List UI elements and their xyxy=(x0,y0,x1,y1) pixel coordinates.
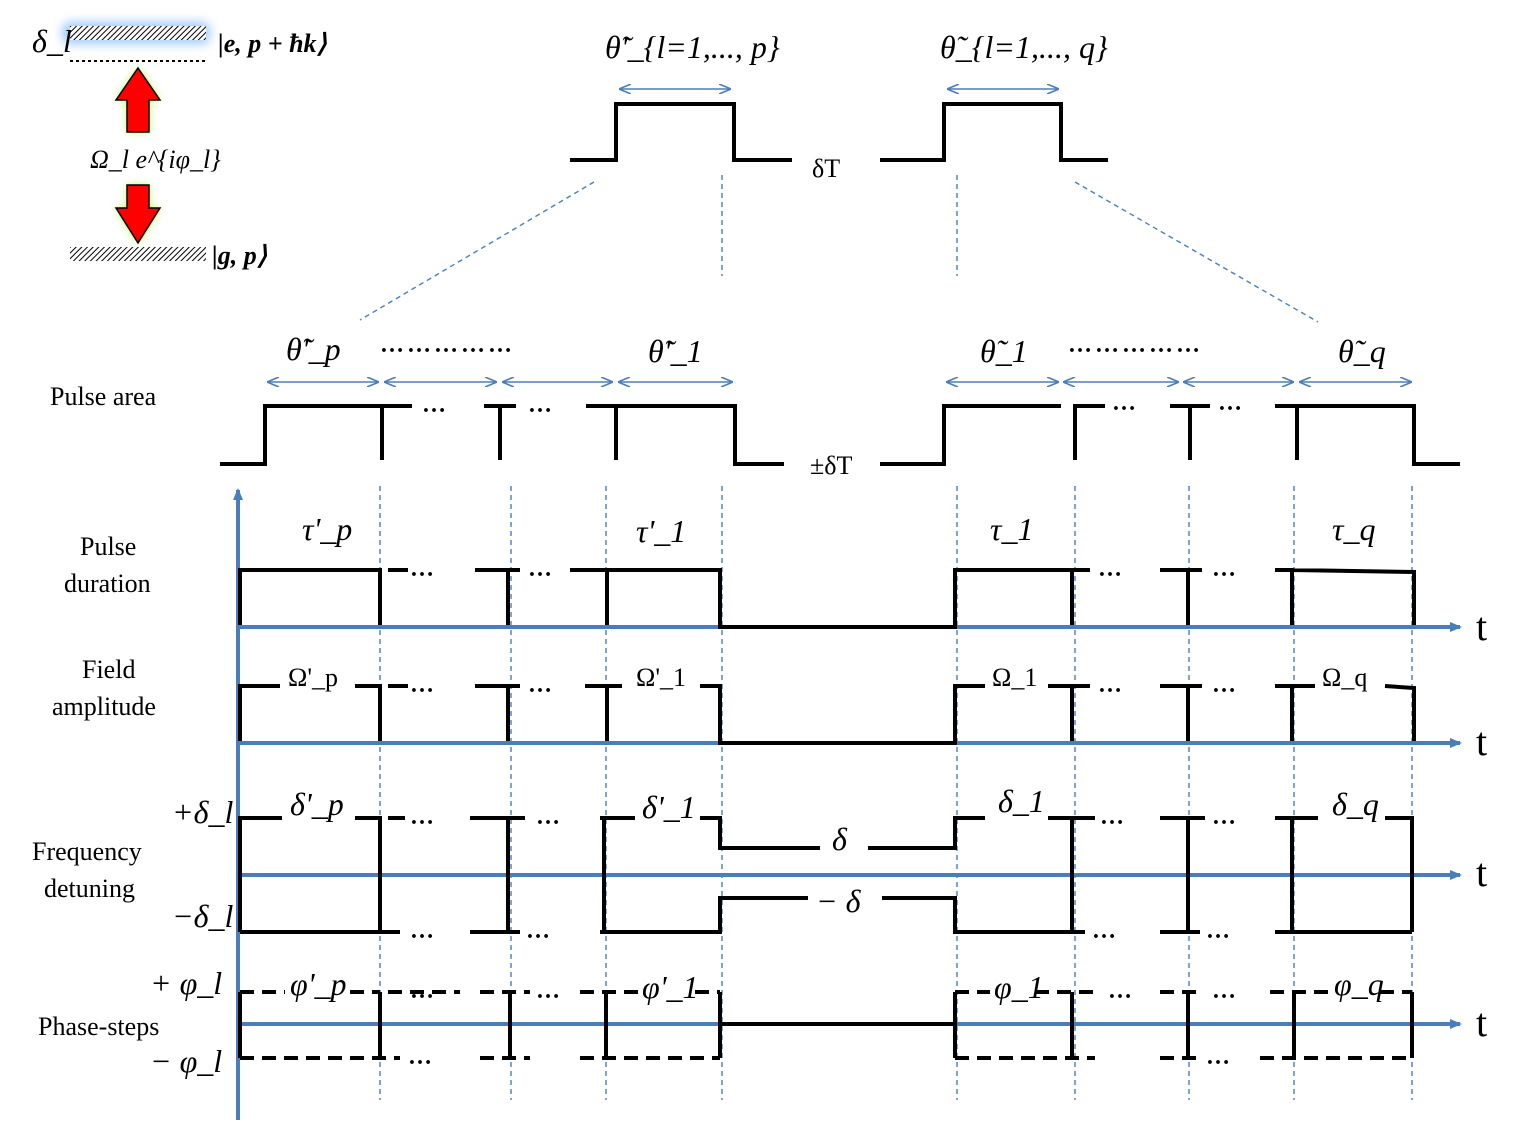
top-right-pulse xyxy=(880,102,1108,162)
amplitude-left-last: Ω'_1 xyxy=(636,663,686,692)
duration-trace xyxy=(238,568,1416,629)
down-arrow-icon xyxy=(114,184,162,245)
amplitude-trace xyxy=(238,684,1416,745)
duration-dots: … xyxy=(528,556,555,582)
excited-level xyxy=(70,26,206,40)
phase-minus-label: − φ_l xyxy=(150,1043,222,1079)
amplitude-left-first: Ω'_p xyxy=(288,663,338,692)
top-gap-label: δT xyxy=(812,154,840,183)
detuning-minus-label: −δ_l xyxy=(172,898,233,934)
phase-label: Phase-steps xyxy=(38,1012,159,1041)
detuning-dots: … xyxy=(536,804,563,830)
pulse-area-right-trace xyxy=(880,404,1460,466)
duration-right-last: τ_q xyxy=(1332,511,1375,547)
detuning-dots: … xyxy=(410,918,437,944)
detuning-dots: … xyxy=(1092,918,1119,944)
phase-dots: … xyxy=(408,1044,435,1070)
pulse-area-dots: … xyxy=(422,392,449,418)
amplitude-label-line1: Field xyxy=(82,655,135,684)
coupling-label: Ω_l e^{iφ_l} xyxy=(90,145,221,174)
pulse-area-label: Pulse area xyxy=(50,382,157,411)
detuning-mid-plus: δ xyxy=(832,821,848,857)
detuning-right-last: δ_q xyxy=(1332,786,1379,822)
excited-state-ket: |e, p + ħk⟩ xyxy=(218,29,328,58)
frequency-detuning-row: Frequency detuning +δ_l −δ_l … … … … … …… xyxy=(32,783,1414,944)
phase-solid-trace xyxy=(238,992,1414,1058)
detuning-left-last: δ'_1 xyxy=(642,789,696,825)
ground-state-ket: |g, p⟩ xyxy=(212,241,268,270)
ground-level xyxy=(70,247,206,261)
pulse-area-left-last: θ̃'_1 xyxy=(648,333,703,369)
top-sequence: θ̃'_{l=1,..., p} θ̃_{l=1,..., q} δT xyxy=(359,29,1319,323)
phase-left-last: φ'_1 xyxy=(642,969,699,1005)
detuning-dots: … xyxy=(1100,804,1127,830)
pulse-area-dots: … xyxy=(1218,390,1245,416)
pulse-area-dots: … xyxy=(1112,390,1139,416)
top-left-block-label: θ̃'_{l=1,..., p} xyxy=(605,29,780,65)
duration-dots: … xyxy=(410,556,437,582)
detuning-left-first: δ'_p xyxy=(290,786,344,822)
pulse-area-right-first: θ̃_1 xyxy=(980,333,1028,369)
detuning-dots: … xyxy=(526,918,553,944)
pulse-area-right-ellipsis: …………… xyxy=(1068,332,1203,358)
zoom-guide-left xyxy=(359,181,595,321)
amplitude-dots: … xyxy=(1212,672,1239,698)
detuning-mid-minus: − δ xyxy=(816,883,862,919)
detuning-label-line1: Frequency xyxy=(32,837,142,866)
detuning-dots: … xyxy=(410,804,437,830)
top-left-pulse xyxy=(570,102,792,162)
pulse-area-left-first: θ̃'_p xyxy=(286,331,341,367)
amplitude-right-last: Ω_q xyxy=(1322,663,1367,692)
level-detuning-label: δ_l xyxy=(32,23,72,59)
duration-right-first: τ_1 xyxy=(990,511,1033,547)
duration-dots: … xyxy=(1098,556,1125,582)
detuning-upper-trace xyxy=(238,816,1414,932)
phase-dots: … xyxy=(1108,978,1135,1004)
amplitude-right-first: Ω_1 xyxy=(992,663,1037,692)
duration-dots: … xyxy=(1212,556,1239,582)
duration-left-first: τ'_p xyxy=(302,511,352,547)
phase-dots: … xyxy=(536,978,563,1004)
phase-right-last: φ_q xyxy=(1334,966,1384,1002)
detuning-right-first: δ_1 xyxy=(998,783,1045,819)
phase-plus-label: + φ_l xyxy=(150,965,222,1001)
amplitude-dots: … xyxy=(410,672,437,698)
pulse-duration-row: Pulse duration … … … … τ'_p τ'_1 τ_1 τ_q xyxy=(64,511,1416,629)
pulse-area-row: Pulse area … … … … ±δT …………… …………… θ̃'_p… xyxy=(50,331,1460,480)
duration-axis-t: t xyxy=(1476,604,1487,649)
detuning-axis-t: t xyxy=(1476,850,1487,895)
up-arrow-icon xyxy=(114,66,162,133)
detuning-plus-label: +δ_l xyxy=(172,794,233,830)
amplitude-label-line2: amplitude xyxy=(52,692,156,721)
phase-left-first: φ'_p xyxy=(290,966,347,1002)
pulse-area-left-ellipsis: …………… xyxy=(380,332,515,358)
phase-right-first: φ_1 xyxy=(994,969,1044,1005)
phase-dots: … xyxy=(1206,1044,1233,1070)
phase-dots: … xyxy=(1212,978,1239,1004)
zoom-guide-right xyxy=(1074,181,1319,323)
detuning-dots: … xyxy=(1212,804,1239,830)
amplitude-dots: … xyxy=(528,672,555,698)
top-right-block-label: θ̃_{l=1,..., q} xyxy=(940,29,1108,65)
amplitude-dots: … xyxy=(1098,672,1125,698)
level-diagram: δ_l |e, p + ħk⟩ |g, p⟩ Ω_l e^{iφ_l} xyxy=(32,22,328,270)
pulse-area-dots: … xyxy=(528,392,555,418)
phase-axis-t: t xyxy=(1476,1000,1487,1045)
duration-label-line2: duration xyxy=(64,569,151,598)
phase-dots: … xyxy=(410,978,437,1004)
detuning-dots: … xyxy=(1206,918,1233,944)
duration-label-line1: Pulse xyxy=(80,532,136,561)
pulse-area-right-last: θ̃_q xyxy=(1338,333,1386,369)
pulse-area-left-trace xyxy=(220,404,784,466)
field-amplitude-row: Field amplitude … … … … Ω'_p Ω'_1 Ω_1 Ω_… xyxy=(52,655,1416,745)
detuning-lower-trace xyxy=(240,896,1412,934)
amplitude-axis-t: t xyxy=(1476,719,1487,764)
duration-left-last: τ'_1 xyxy=(636,513,686,549)
pulse-area-gap-label: ±δT xyxy=(810,451,853,480)
phase-steps-row: Phase-steps + φ_l − φ_l … … … … … … φ'_p… xyxy=(38,965,1414,1079)
detuning-label-line2: detuning xyxy=(44,874,135,903)
